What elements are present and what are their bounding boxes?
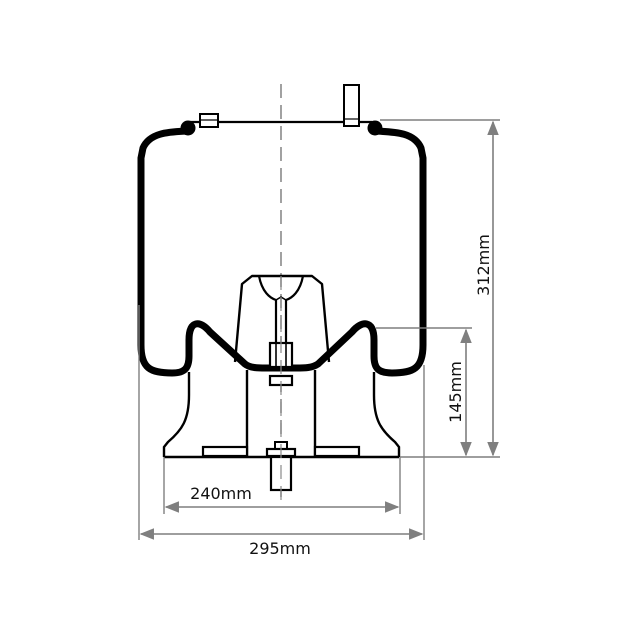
overall-height-label: 312mm [474,234,493,296]
dimension-piston-height: 145mm [376,327,472,457]
dimension-overall-height: 312mm [380,119,500,458]
piston-cone [233,274,331,387]
dimension-overall-width: 295mm [138,305,425,558]
overall-width-label: 295mm [249,539,311,558]
top-plate [190,84,372,128]
piston-height-label: 145mm [446,361,465,423]
dimension-base-width: 240mm [163,457,401,514]
base-width-label: 240mm [190,484,252,503]
bellows [137,120,427,377]
